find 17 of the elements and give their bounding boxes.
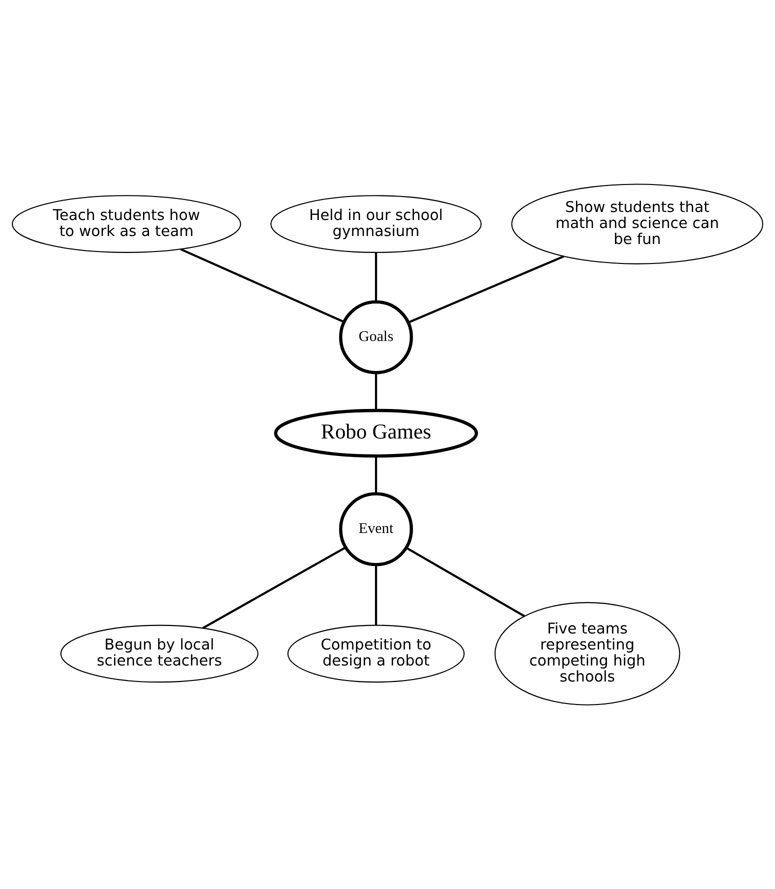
connector xyxy=(374,456,378,494)
connector xyxy=(374,372,378,410)
node-ellipse: Begun by local science teachers xyxy=(60,624,258,683)
node-ellipse: Competition to design a robot xyxy=(287,624,465,683)
node-circle: Goals xyxy=(339,300,413,374)
node-circle: Event xyxy=(339,492,413,566)
connector xyxy=(202,546,346,629)
connector xyxy=(374,252,378,302)
connector xyxy=(180,248,345,323)
connector xyxy=(408,255,564,324)
connector xyxy=(406,546,525,618)
node-ellipse: Five teams representing competing high schools xyxy=(494,602,680,706)
node-ellipse: Robo Games xyxy=(274,408,478,458)
node-ellipse: Show students that math and science can be fun xyxy=(511,184,764,264)
node-ellipse: Teach students how to work as a team xyxy=(12,195,242,253)
node-ellipse: Held in our school gymnasium xyxy=(270,195,482,253)
connector xyxy=(374,564,378,626)
